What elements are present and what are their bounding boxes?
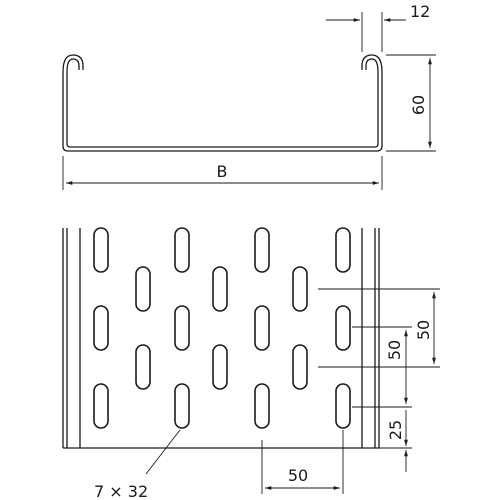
dimension-vertical-pitch-left-label: 50: [385, 340, 404, 360]
dimension-vertical-pitch-left: 50: [352, 326, 412, 408]
perforation-slot: [335, 383, 351, 429]
perforation-slot: [93, 305, 109, 351]
dimension-horizontal-pitch-label: 50: [288, 466, 308, 485]
perforation-slot: [93, 383, 109, 429]
dimension-flange-label: 12: [410, 2, 430, 21]
perforation-slot: [292, 266, 308, 312]
dimension-height-label: 60: [409, 95, 428, 115]
perforation-slot: [135, 266, 151, 312]
perforation-slot: [254, 305, 270, 351]
perforation-slot: [174, 227, 190, 273]
dimension-edge-offset: 25: [352, 410, 412, 472]
perforation-slot: [174, 383, 190, 429]
cross-section-view: 12 60 B: [62, 2, 436, 190]
tray-profile-outer: [62, 72, 383, 152]
left-hook-flange: [62, 54, 84, 73]
perforation-slot: [212, 344, 228, 390]
dimension-edge-offset-label: 25: [386, 420, 405, 440]
dimension-width: B: [62, 156, 383, 190]
perforation-slot: [254, 383, 270, 429]
tray-profile-inner: [66, 72, 379, 148]
perforation-slot: [135, 344, 151, 390]
perforation-slot: [174, 305, 190, 351]
perforation-slot: [93, 227, 109, 273]
right-hook-flange: [361, 54, 383, 73]
perforation-slot: [212, 266, 228, 312]
dimension-horizontal-pitch: 50: [261, 430, 344, 494]
dimension-flange: 12: [326, 2, 430, 52]
perforation-slot: [335, 227, 351, 273]
perforation-callout-label: 7 × 32: [94, 482, 148, 500]
dimension-width-label: B: [217, 162, 228, 181]
perforation-slots: [93, 227, 351, 429]
perforation-callout: 7 × 32: [94, 429, 181, 500]
perforation-slot: [335, 305, 351, 351]
dimension-vertical-pitch-right: 50: [318, 288, 440, 368]
dimension-vertical-pitch-right-label: 50: [414, 320, 433, 340]
plan-view: 50 50 25 50 7 × 32: [62, 227, 440, 500]
perforation-slot: [292, 344, 308, 390]
dimension-height: 60: [386, 54, 436, 152]
perforation-slot: [254, 227, 270, 273]
